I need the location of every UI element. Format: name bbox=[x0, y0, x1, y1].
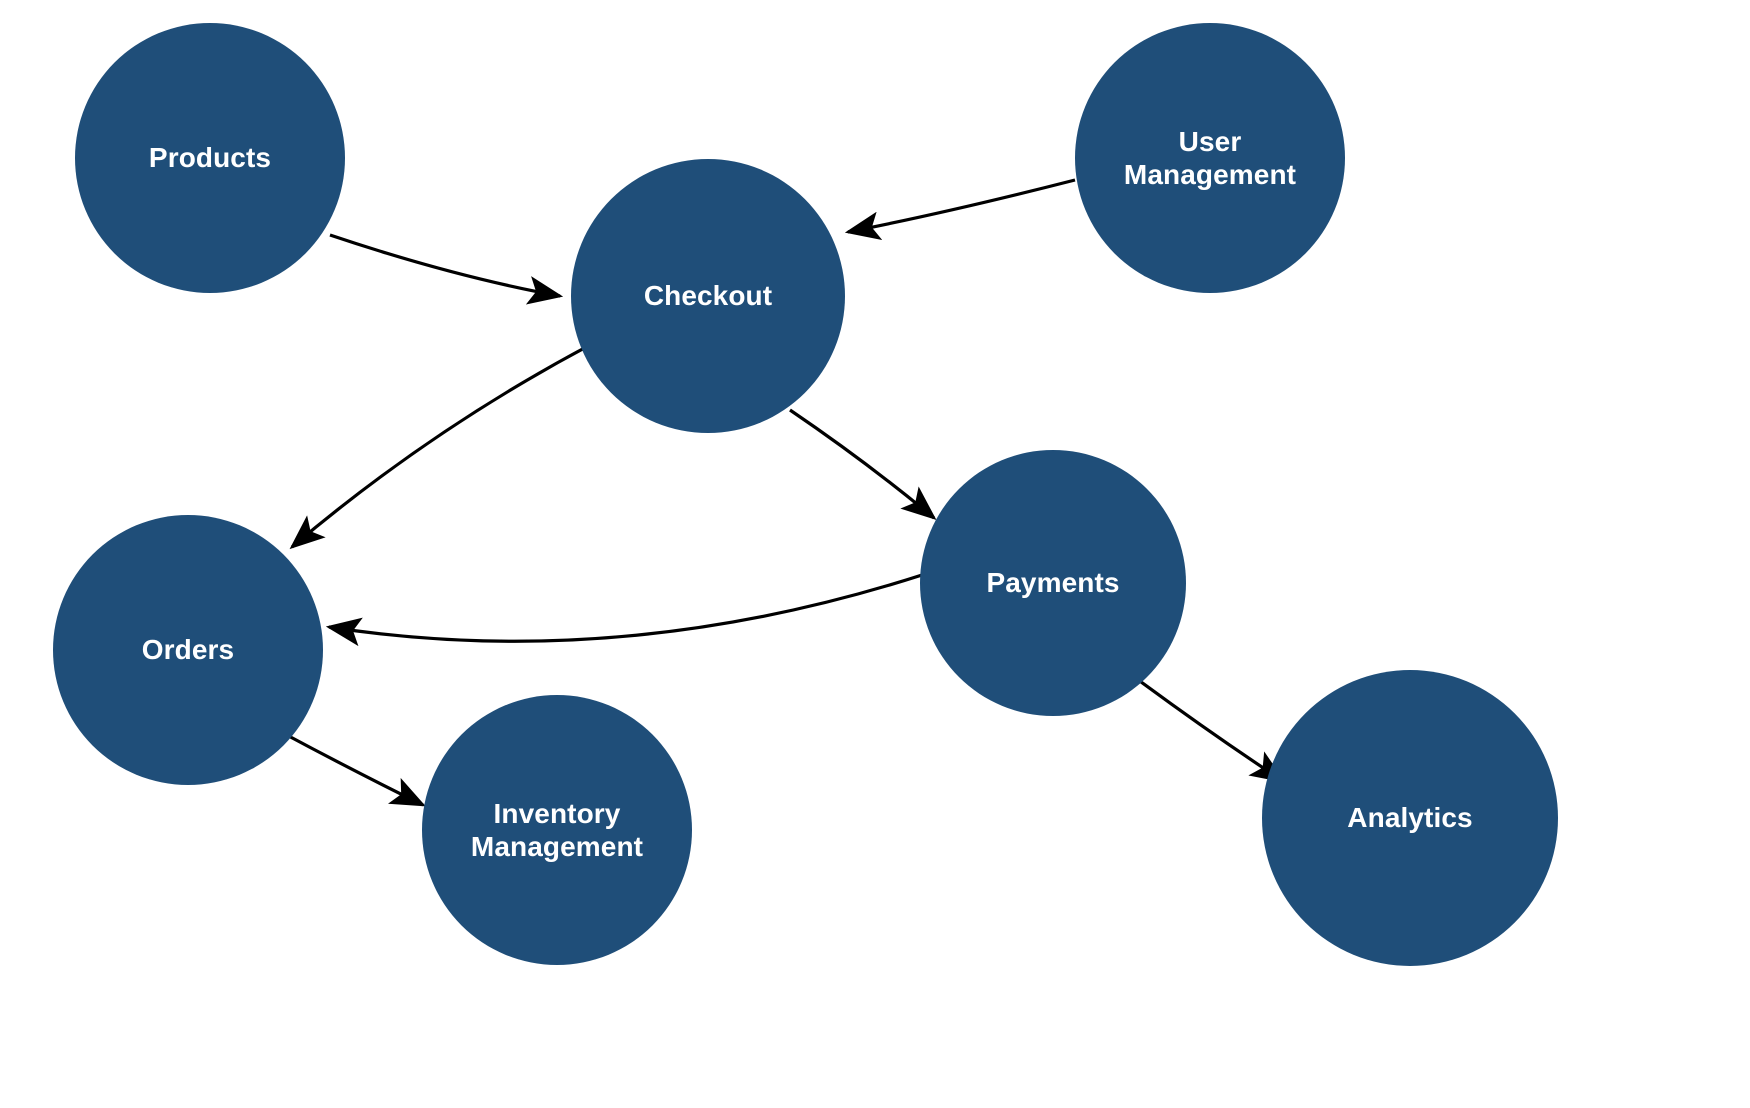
node-products[interactable]: Products bbox=[75, 23, 345, 293]
edge-user-management-to-checkout bbox=[844, 178, 1076, 240]
node-products-label: Products bbox=[148, 142, 272, 174]
edge-payments-to-orders bbox=[325, 573, 923, 647]
edge-checkout-to-orders bbox=[289, 343, 591, 550]
node-payments-label: Payments bbox=[986, 567, 1120, 599]
node-payments[interactable]: Payments bbox=[920, 450, 1186, 716]
edge-orders-to-inventory-management bbox=[282, 731, 426, 807]
node-inventory-management[interactable]: Inventory Management bbox=[422, 695, 692, 965]
node-user-management[interactable]: User Management bbox=[1075, 23, 1345, 293]
node-checkout[interactable]: Checkout bbox=[571, 159, 845, 433]
node-analytics-label: Analytics bbox=[1347, 802, 1473, 834]
edge-checkout-to-payments bbox=[789, 408, 937, 521]
node-analytics[interactable]: Analytics bbox=[1262, 670, 1558, 966]
edge-products-to-checkout bbox=[329, 233, 564, 305]
edge-payments-to-analytics bbox=[1132, 674, 1286, 783]
node-checkout-label: Checkout bbox=[643, 280, 773, 312]
node-inventory-management-label: Inventory Management bbox=[470, 797, 644, 862]
node-user-management-label: User Management bbox=[1123, 125, 1297, 190]
node-orders[interactable]: Orders bbox=[53, 515, 323, 785]
node-orders-label: Orders bbox=[141, 634, 235, 666]
